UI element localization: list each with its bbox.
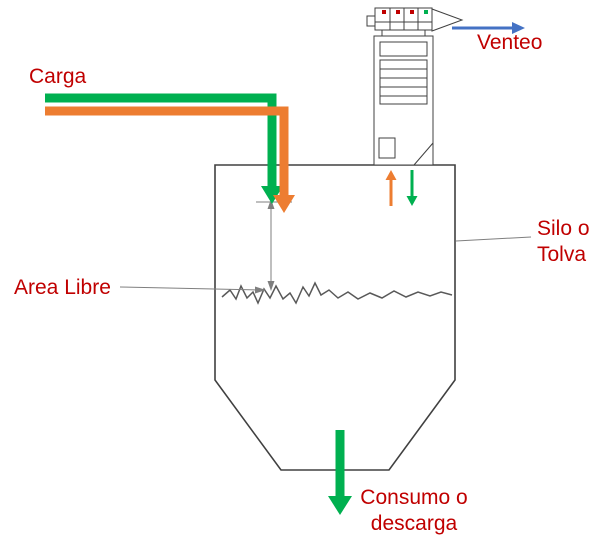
filter-unit <box>366 7 464 166</box>
filter-side-fitting <box>366 15 376 27</box>
filter-head-mark-2 <box>396 10 400 14</box>
venteo-arrow <box>452 22 525 34</box>
dust-return-arrow <box>406 170 418 206</box>
carga-orange-arrow <box>45 106 295 213</box>
filter-bottom-box <box>378 137 396 159</box>
silo-leader-line <box>455 236 532 242</box>
area-libre-leader-line <box>119 286 259 291</box>
filter-bottom-brace <box>413 142 434 166</box>
carga-orange-arrow-head <box>273 195 295 213</box>
filter-louver-panel <box>379 59 428 105</box>
carga-orange-arrow-line <box>45 106 289 197</box>
discharge-arrow <box>328 430 352 515</box>
consumo-descarga-label: Consumo o descarga <box>355 485 473 537</box>
carga-green-arrow-head <box>261 186 283 204</box>
dimension-arrowhead-down <box>267 281 275 291</box>
area-libre-leader-arrowhead <box>255 286 266 294</box>
filter-exhaust-cone <box>431 8 464 32</box>
dust-return-arrow-head <box>406 196 418 206</box>
carga-label: Carga <box>29 65 87 88</box>
silo-tolva-label-line1: Silo o <box>537 217 590 240</box>
discharge-arrow-head <box>328 496 352 515</box>
filter-inner-top-panel <box>379 41 428 57</box>
venteo-arrow-head <box>512 22 525 34</box>
carga-green-arrow <box>45 93 283 204</box>
consumo-descarga-label-line1: Consumo o <box>360 486 468 509</box>
filter-head-mark-3 <box>410 10 414 14</box>
silo-tolva-label: Silo o Tolva <box>537 216 590 268</box>
filter-head-mark-1 <box>382 10 386 14</box>
silo-outline <box>214 164 456 471</box>
material-level-line <box>221 281 453 305</box>
airflow-up-arrow-head <box>385 170 397 180</box>
area-libre-label: Area Libre <box>14 276 111 299</box>
free-area-dimension <box>119 199 292 294</box>
filter-head-mark-green <box>424 10 428 14</box>
carga-green-arrow-line <box>45 93 277 188</box>
consumo-descarga-label-line2: descarga <box>370 512 458 535</box>
silo-tolva-label-line2: Tolva <box>537 243 587 266</box>
dimension-arrowhead-up <box>267 199 275 209</box>
venteo-label: Venteo <box>477 31 543 54</box>
airflow-up-arrow <box>385 170 397 206</box>
